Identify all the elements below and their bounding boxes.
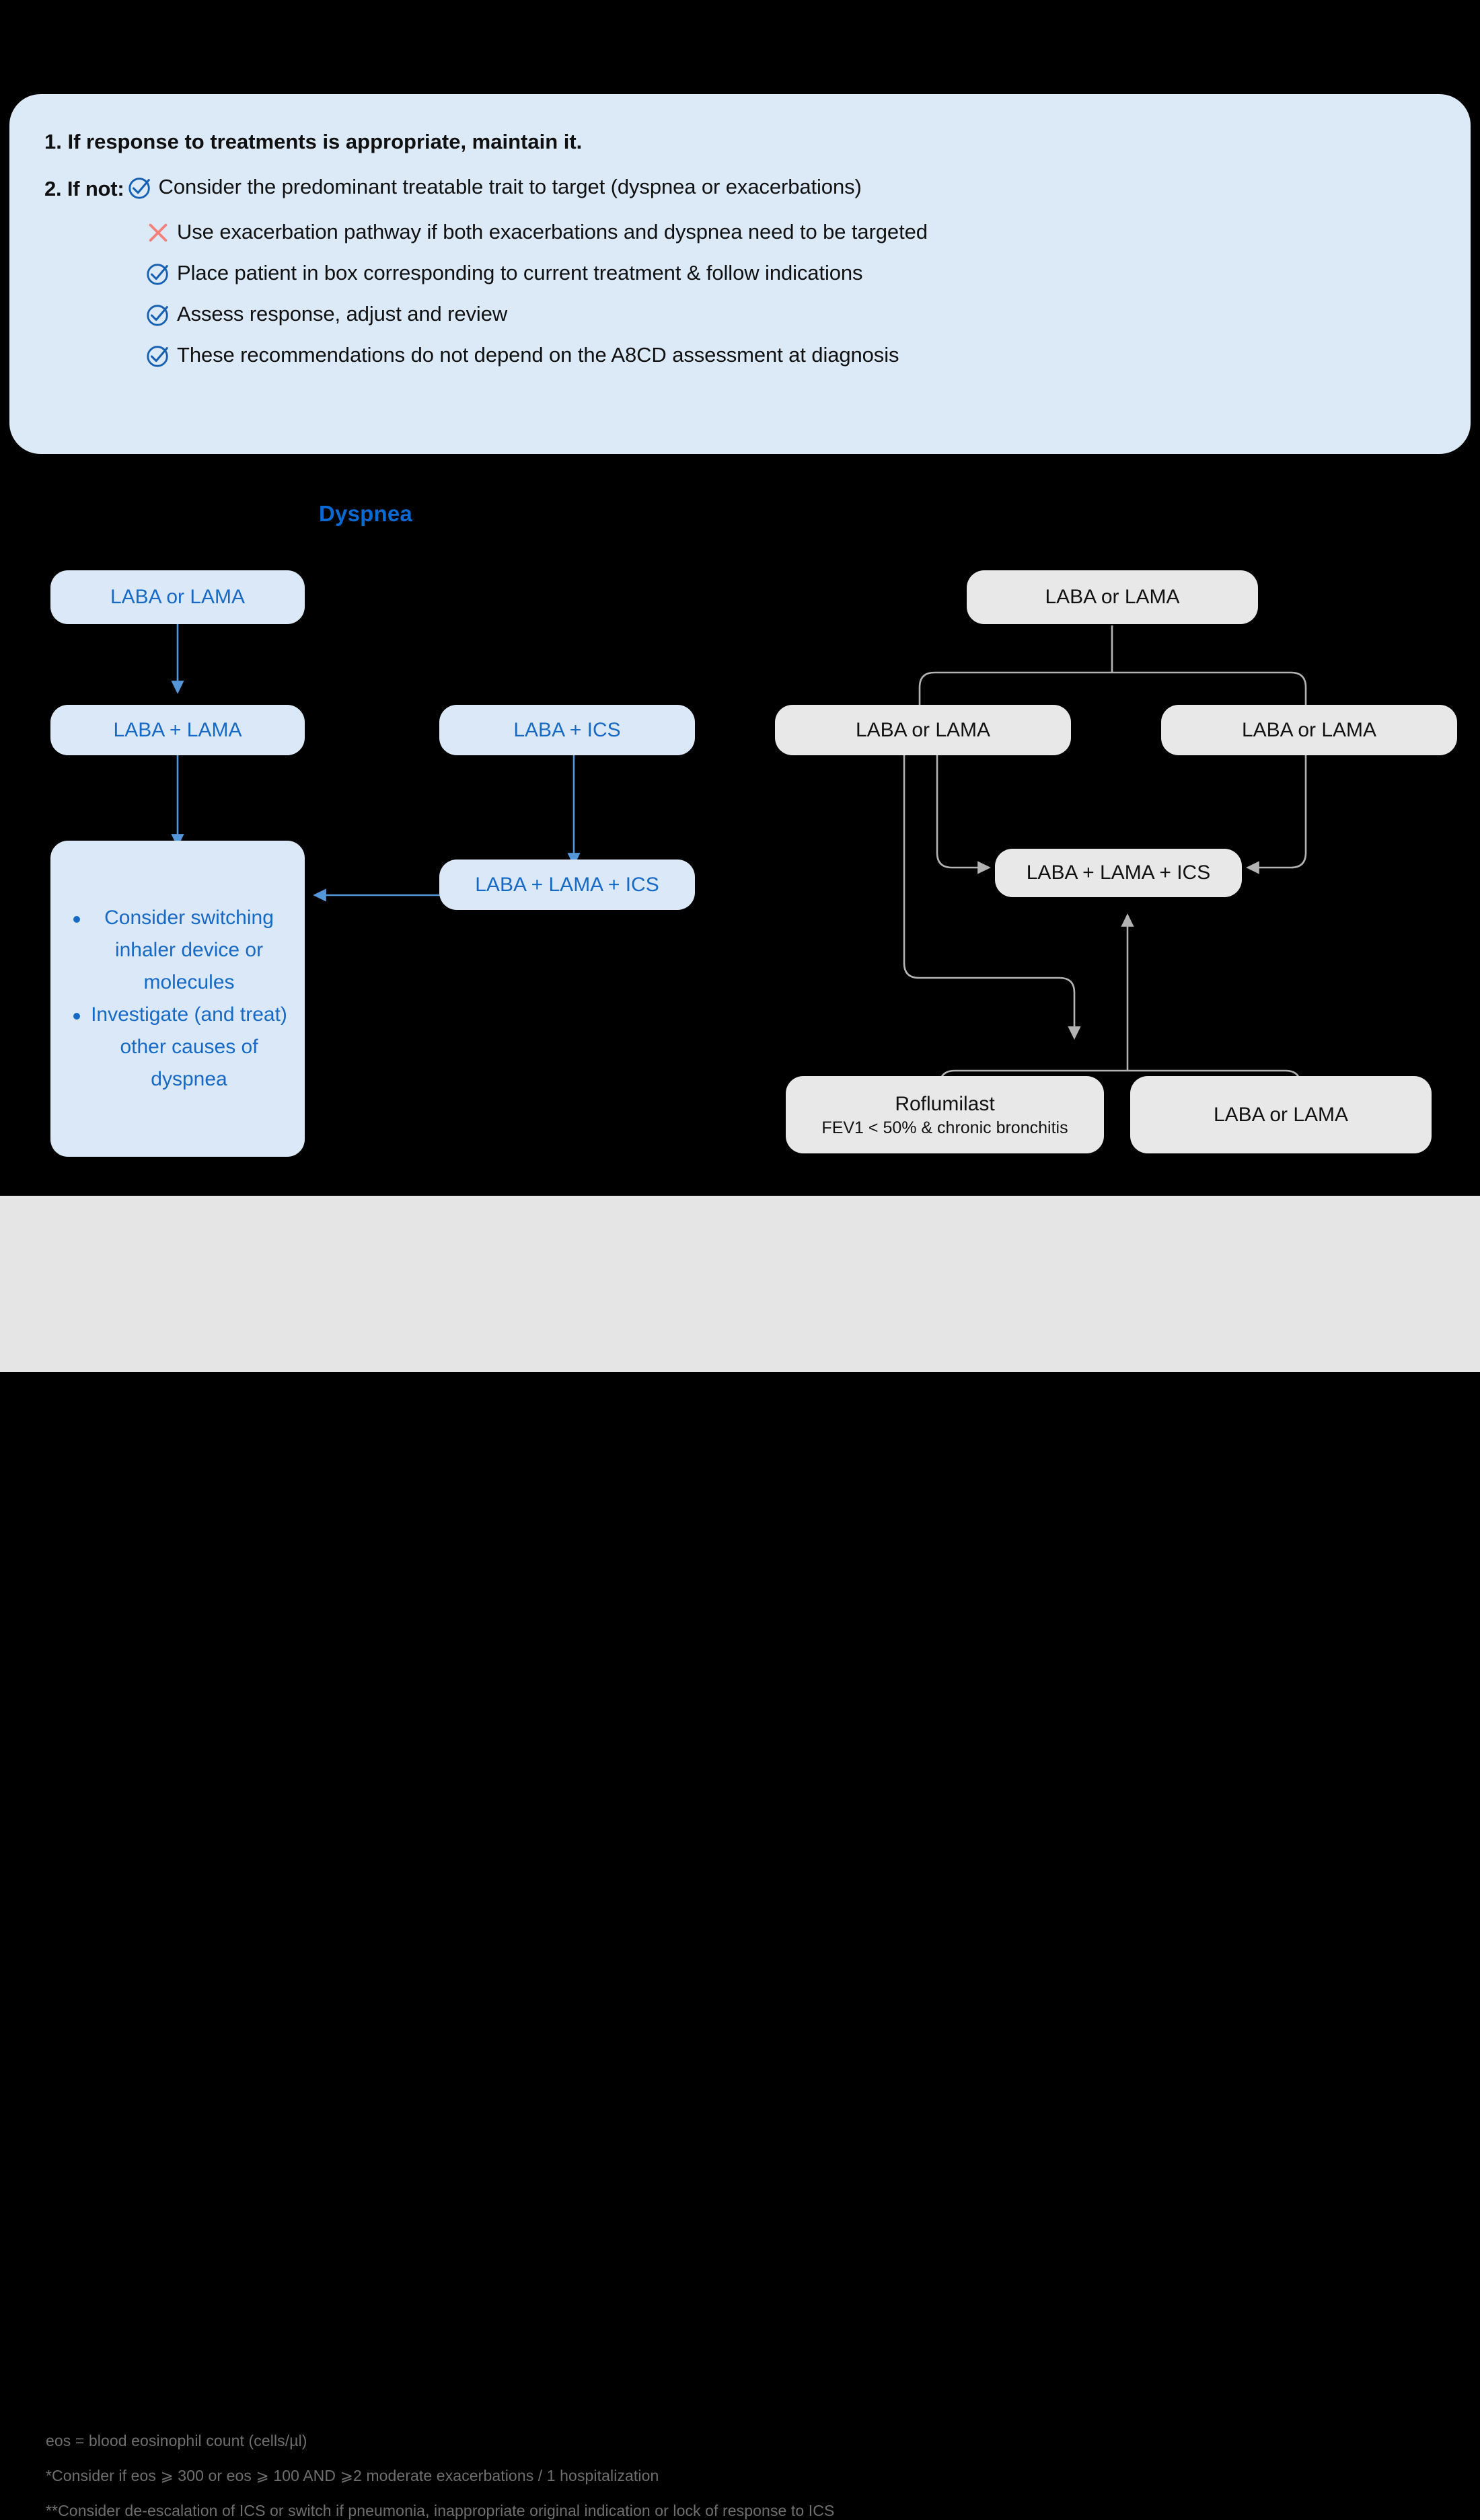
footnotes-strip: eos = blood eosinophil count (cells/µl) …	[0, 1196, 1480, 2519]
footnote-double-star: **Consider de-escalation of ICS or switc…	[46, 2502, 835, 2519]
node-laba-or-lama-left[interactable]: LABA or LAMA	[775, 705, 1071, 755]
check-circle-icon	[145, 302, 171, 328]
node-laba-plus-lama[interactable]: LABA + LAMA	[50, 705, 305, 755]
node-dyspnea-advice[interactable]: Consider switching inhaler device or mol…	[50, 841, 305, 1157]
recommendation-bullet-text: Place patient in box corresponding to cu…	[177, 261, 863, 284]
node-label: LABA + LAMA + ICS	[475, 873, 659, 896]
recommendation-item-2-label: 2. If not:	[44, 177, 124, 200]
recommendation-item-1: 1. If response to treatments is appropri…	[44, 130, 583, 153]
node-label: LABA or LAMA	[855, 718, 991, 741]
advice-list: Consider switching inhaler device or mol…	[71, 902, 290, 1096]
advice-item: Investigate (and treat) other causes of …	[73, 999, 290, 1096]
node-laba-or-lama-top[interactable]: LABA or LAMA	[967, 570, 1258, 624]
recommendation-bullet-text: Consider the predominant treatable trait…	[158, 175, 862, 198]
recommendation-bullet-2: Place patient in box corresponding to cu…	[145, 260, 1436, 287]
node-laba-lama-ics-exacerbation[interactable]: LABA + LAMA + ICS	[995, 849, 1242, 897]
node-laba-or-lama-dyspnea[interactable]: LABA or LAMA	[50, 570, 305, 624]
node-label: LABA + LAMA + ICS	[1026, 862, 1211, 884]
node-label: LABA or LAMA	[110, 586, 246, 608]
recommendations-card: 1. If response to treatments is appropri…	[9, 94, 1471, 454]
node-label: LABA or LAMA	[1241, 718, 1377, 741]
node-label: Roflumilast	[895, 1092, 995, 1115]
node-label: LABA or LAMA	[1213, 1103, 1349, 1126]
node-roflumilast[interactable]: Roflumilast FEV1 < 50% & chronic bronchi…	[786, 1076, 1104, 1153]
node-laba-or-lama-bottom-right[interactable]: LABA or LAMA	[1130, 1076, 1432, 1153]
dyspnea-section-label: Dyspnea	[319, 501, 412, 526]
recommendation-bullets: Use exacerbation pathway if both exacerb…	[145, 219, 1436, 369]
node-label: LABA + ICS	[513, 718, 621, 741]
recommendation-bullet-text: Assess response, adjust and review	[177, 302, 508, 326]
advice-item: Consider switching inhaler device or mol…	[73, 902, 290, 999]
footnote-single-star: *Consider if eos ⩾ 300 or eos ⩾ 100 AND …	[46, 2467, 659, 2484]
recommendation-bullet-4: These recommendations do not depend on t…	[145, 342, 1436, 369]
recommendation-bullet-1: Use exacerbation pathway if both exacerb…	[145, 219, 1436, 245]
check-circle-icon	[145, 261, 171, 287]
check-circle-icon	[145, 343, 171, 369]
node-label: LABA + LAMA	[113, 718, 242, 741]
node-laba-or-lama-right[interactable]: LABA or LAMA	[1161, 705, 1457, 755]
recommendation-item-2-row: 2. If not: Consider the predominant trea…	[44, 174, 1436, 215]
node-laba-lama-ics-dyspnea[interactable]: LABA + LAMA + ICS	[439, 860, 695, 910]
node-laba-plus-ics[interactable]: LABA + ICS	[439, 705, 695, 755]
node-label: LABA or LAMA	[1045, 586, 1180, 608]
cross-icon	[145, 220, 171, 245]
recommendation-bullet-0: Consider the predominant treatable trait…	[127, 174, 862, 200]
recommendation-bullet-3: Assess response, adjust and review	[145, 301, 1436, 328]
check-circle-icon	[127, 175, 153, 200]
recommendation-bullet-text: Use exacerbation pathway if both exacerb…	[177, 220, 928, 243]
node-sublabel: FEV1 < 50% & chronic bronchitis	[821, 1118, 1068, 1137]
recommendation-bullet-text: These recommendations do not depend on t…	[177, 343, 899, 367]
footnote-eos: eos = blood eosinophil count (cells/µl)	[46, 2432, 307, 2449]
